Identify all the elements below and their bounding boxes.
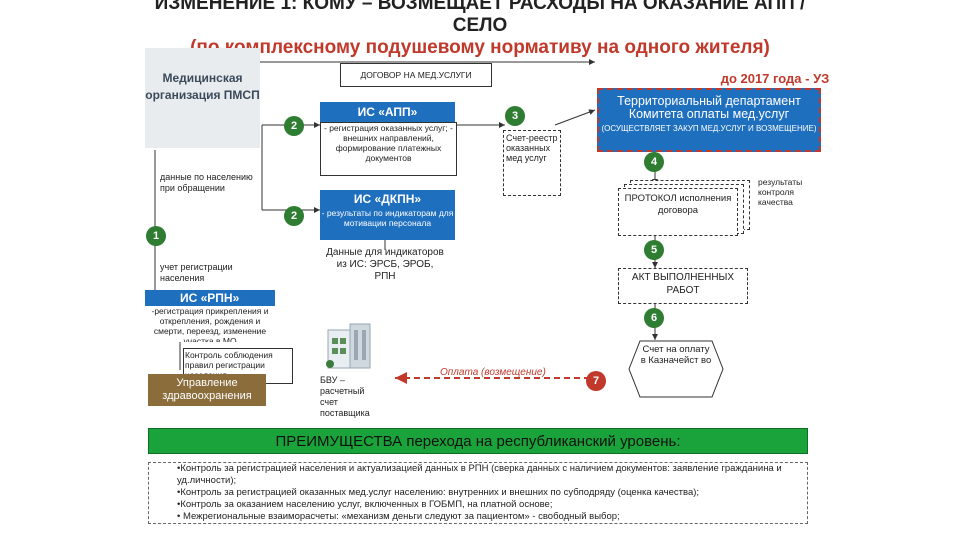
step-6-badge: 6 bbox=[644, 308, 664, 328]
advantage-item-3: •Контроль за оказанием населению услуг, … bbox=[177, 499, 553, 510]
act-box: АКТ ВЫПОЛНЕННЫХ РАБОТ bbox=[618, 268, 748, 304]
payment-label: Оплата (возмещение) bbox=[440, 367, 546, 378]
territorial-department-box: Территориальный департамент Комитета опл… bbox=[597, 88, 821, 152]
is-dkpn-text: - результаты по индикаторам для мотиваци… bbox=[320, 208, 455, 240]
title-line-1: ИЗМЕНЕНИЕ 1: КОМУ – ВОЗМЕЩАЕТ РАСХОДЫ НА… bbox=[154, 0, 806, 14]
territorial-department-sub: (ОСУЩЕСТВЛЯЕТ ЗАКУП МЕД.УСЛУГ И ВОЗМЕЩЕН… bbox=[601, 124, 817, 133]
step-5-badge: 5 bbox=[644, 240, 664, 260]
advantage-item-4: • Межрегиональные взаиморасчеты: «механи… bbox=[177, 511, 620, 522]
title-line-3: (по комплексному подушевому нормативу на… bbox=[190, 37, 770, 58]
advantage-item-2: •Контроль за регистрацией оказанных мед.… bbox=[177, 487, 700, 498]
invoice-register-box: Счет-реестр оказанных мед услуг bbox=[503, 130, 561, 196]
indicators-data-label: Данные для индикаторов из ИС: ЭРСБ, ЭРОБ… bbox=[326, 247, 444, 282]
step-4-badge: 4 bbox=[644, 152, 664, 172]
step-3-badge: 3 bbox=[505, 106, 525, 126]
bank-building-icon bbox=[322, 316, 378, 372]
protocol-box: ПРОТОКОЛ исполнения договора bbox=[618, 188, 738, 236]
registration-accounting-label: учет регистрации населения bbox=[160, 262, 233, 283]
step-7-badge: 7 bbox=[586, 371, 606, 391]
medical-organization-box: Медицинская организация ПМСП bbox=[145, 48, 260, 148]
treasury-invoice-label: Счет на оплату в Казначейст во bbox=[640, 344, 712, 366]
title-line-2: СЕЛО bbox=[452, 15, 508, 36]
treasury-invoice-shape bbox=[628, 340, 724, 398]
advantage-item-1: •Контроль за регистрацией населения и ак… bbox=[177, 463, 782, 486]
advantages-heading: ПРЕИМУЩЕСТВА перехода на республиканский… bbox=[148, 428, 808, 454]
step-1-badge: 1 bbox=[146, 226, 166, 246]
advantages-list: •Контроль за регистрацией населения и ак… bbox=[148, 462, 808, 524]
territorial-department-title: Территориальный департамент Комитета опл… bbox=[617, 94, 801, 121]
health-department-box: Управление здравоохранения bbox=[148, 374, 266, 406]
before-2017-label: до 2017 года - УЗ bbox=[720, 71, 830, 86]
medical-organization-label: Медицинская организация ПМСП bbox=[145, 71, 260, 102]
population-data-label: данные по населению при обращении bbox=[160, 172, 253, 193]
contract-label: ДОГОВОР НА МЕД.УСЛУГИ bbox=[340, 63, 492, 87]
step-2a-badge: 2 bbox=[284, 116, 304, 136]
is-app-text: - регистрация оказанных услуг; - внешних… bbox=[320, 122, 457, 176]
bbu-label: БВУ – расчетный счет поставщика bbox=[320, 375, 370, 418]
is-app-title: ИС «АПП» bbox=[320, 102, 455, 122]
is-rpn-title: ИС «РПН» bbox=[145, 290, 275, 306]
step-2b-badge: 2 bbox=[284, 206, 304, 226]
is-dkpn-title: ИС «ДКПН» bbox=[320, 190, 455, 208]
is-rpn-text: -регистрация прикрепления и открепления,… bbox=[145, 306, 275, 342]
quality-results-label: результаты контроля качества bbox=[758, 177, 803, 207]
